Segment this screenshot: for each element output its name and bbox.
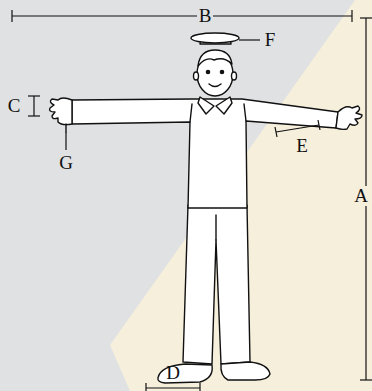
dimension-tick <box>318 120 320 130</box>
mouth <box>209 84 221 87</box>
collar <box>198 97 214 114</box>
dimension-tick <box>28 115 40 116</box>
dimension-tick <box>28 95 40 96</box>
dimension-tick <box>199 383 200 391</box>
pants-seam <box>215 215 216 240</box>
hat-brim <box>191 33 239 43</box>
dimension-line <box>146 387 200 388</box>
arm-fold <box>244 104 246 121</box>
ear <box>194 72 199 80</box>
dimension-tick <box>351 10 352 22</box>
dimension-line <box>33 96 34 116</box>
dimension-label: D <box>164 363 182 383</box>
dimension-label: A <box>352 186 370 206</box>
dimension-tick <box>145 383 146 391</box>
shirt <box>72 99 338 208</box>
eye <box>206 70 209 73</box>
dimension-label: G <box>57 153 75 173</box>
left-cuff <box>65 124 66 132</box>
dimension-label: C <box>6 96 23 116</box>
left-shoe <box>158 364 212 383</box>
dimension-line <box>12 15 352 16</box>
collar <box>216 97 232 114</box>
right-hand <box>336 106 362 129</box>
dimension-label: B <box>197 6 214 26</box>
dimension-tick <box>11 10 12 22</box>
eye <box>220 70 223 73</box>
right-shoe <box>221 362 270 380</box>
hair <box>198 50 232 66</box>
dimension-tick <box>360 379 372 380</box>
left-hand <box>50 98 72 125</box>
ear <box>232 72 237 80</box>
leader-line <box>239 39 260 40</box>
pants <box>183 205 250 364</box>
dimension-tick <box>360 17 372 18</box>
dimension-line <box>276 125 319 132</box>
leader-line <box>65 132 66 150</box>
arm-fold <box>190 104 192 122</box>
dimension-label: E <box>294 136 310 156</box>
dimension-label: F <box>263 30 278 50</box>
dimension-tick <box>275 127 277 137</box>
